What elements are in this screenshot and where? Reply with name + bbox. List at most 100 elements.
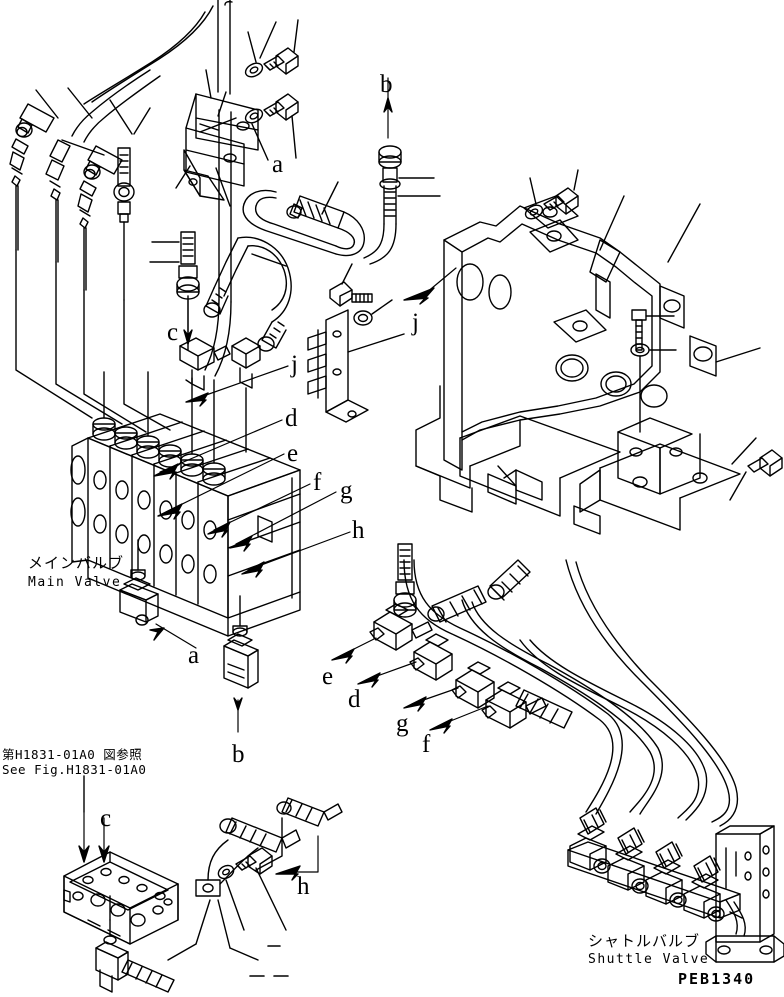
leader-line [573,169,579,191]
hose-fitting-left-4 [113,147,135,301]
fitting-f-lower [481,681,547,729]
callout-c-mid: c [167,319,179,346]
leader-line [199,117,237,133]
main-valve-label-jp: メインバルブ [28,554,125,572]
washer-right-upper [524,204,544,220]
leader-line [217,91,227,117]
leader-line [247,31,257,63]
callout-j-mid: j [291,351,298,378]
leader-line [347,333,405,353]
callout-a-valve: a [188,642,200,669]
leader-line [109,99,133,135]
hose-fitting-upper-shuttle [393,543,417,618]
hose-end-fitting-left-2 [45,139,71,263]
leader-line [599,195,701,263]
hose-loop-center [203,236,292,352]
callout-f-mid: f [313,469,322,496]
hose-end-fitting-left-3 [77,145,123,291]
hose-clamp-bottom-center [167,797,343,961]
callout-j-right: j [412,309,419,336]
callout-a-top: a [272,151,284,178]
leader-line [293,19,299,53]
manifold-block [63,851,179,945]
leader-line [205,21,277,99]
callout-h-lower: h [297,873,310,900]
arrowhead [149,627,165,641]
leader-line [731,437,757,465]
valve-fitting-j-left [179,337,231,391]
leader-line [251,253,287,267]
bracket-j-left [307,309,369,423]
hose-stub-f-lower [515,689,573,729]
leader-line [175,165,191,189]
leader-line [225,879,245,931]
arrowhead [233,697,243,711]
fitting-d-lower [409,633,453,681]
arrowhead [78,845,90,863]
leader-line [35,89,59,119]
relief-valve-manifold [95,919,175,993]
fitting-c-upper [176,231,200,300]
leader-line [255,867,287,931]
callout-c-lower: c [100,805,112,832]
reference-note-jp: 第H1831-01A0 図参照 [2,747,143,762]
bolt-right-upper [543,187,579,215]
callout-leaders-center [159,365,351,571]
leader-line [61,139,105,156]
leader-line [291,115,297,159]
arrowhead [383,97,393,113]
hose-group-shuttle [403,559,739,827]
dash-marks [249,945,289,977]
leader-line [133,107,151,135]
callout-f-lower: f [422,731,431,758]
clamp-bracket-base [183,149,225,201]
hose-clamp-bracket [185,93,259,151]
shuttle-valve-label-jp: シャトルバルブ [588,932,701,950]
shuttle-valve-label-en: Shuttle Valve [588,952,710,967]
bolt-upper-1 [263,47,299,75]
bolt-right-vertical [631,309,647,351]
shuttle-valve-assembly [567,807,784,963]
callout-b-top: b [380,71,393,98]
bolt-upper-2 [263,93,299,121]
leader-line [715,347,761,363]
callout-e-mid: e [287,440,299,467]
hose-stub-mid-2 [487,559,531,601]
bolt-bottom-center [235,847,273,875]
relief-valve-b [223,595,259,689]
relief-valve-a [119,539,159,626]
callout-arrowheads-lower [331,648,453,734]
hose-group-upper-left [71,0,233,377]
fitting-g-lower [451,661,495,709]
callout-e-lower: e [322,663,334,690]
mounting-bracket-frame [415,195,741,535]
callout-leader-h-lower [275,835,319,881]
washer-bottom-center [217,864,235,880]
pipe-runs-to-valve [15,249,189,433]
callout-arrowheads-center [153,392,265,578]
callout-h-mid: h [352,517,365,544]
bolt-j-left [329,281,373,307]
hose-assembly-a [242,189,365,257]
reference-note-en: See Fig.H1831-01A0 [2,762,147,777]
callout-leader-j-right [403,267,457,305]
hose-end-fitting-left-1 [9,103,55,251]
callout-d-mid: d [285,405,298,432]
leader-line [215,167,231,207]
arrowhead [98,845,110,863]
callout-g-mid: g [340,477,353,504]
fitting-b-top [363,145,402,265]
main-valve-label-en: Main Valve [28,575,122,590]
leader-line [371,299,393,315]
clamp-plate-lower [185,127,245,187]
drawing-number: PEB1340 [678,970,756,988]
leader-line [321,181,339,215]
hose-stub-mid [427,585,487,623]
fitting-e-lower [369,603,433,651]
washer-upper-2 [244,108,264,124]
leader-line [729,471,747,501]
valve-fitting-j-left-2 [231,337,261,389]
main-valve-body [70,413,301,637]
leader-line [67,87,93,119]
